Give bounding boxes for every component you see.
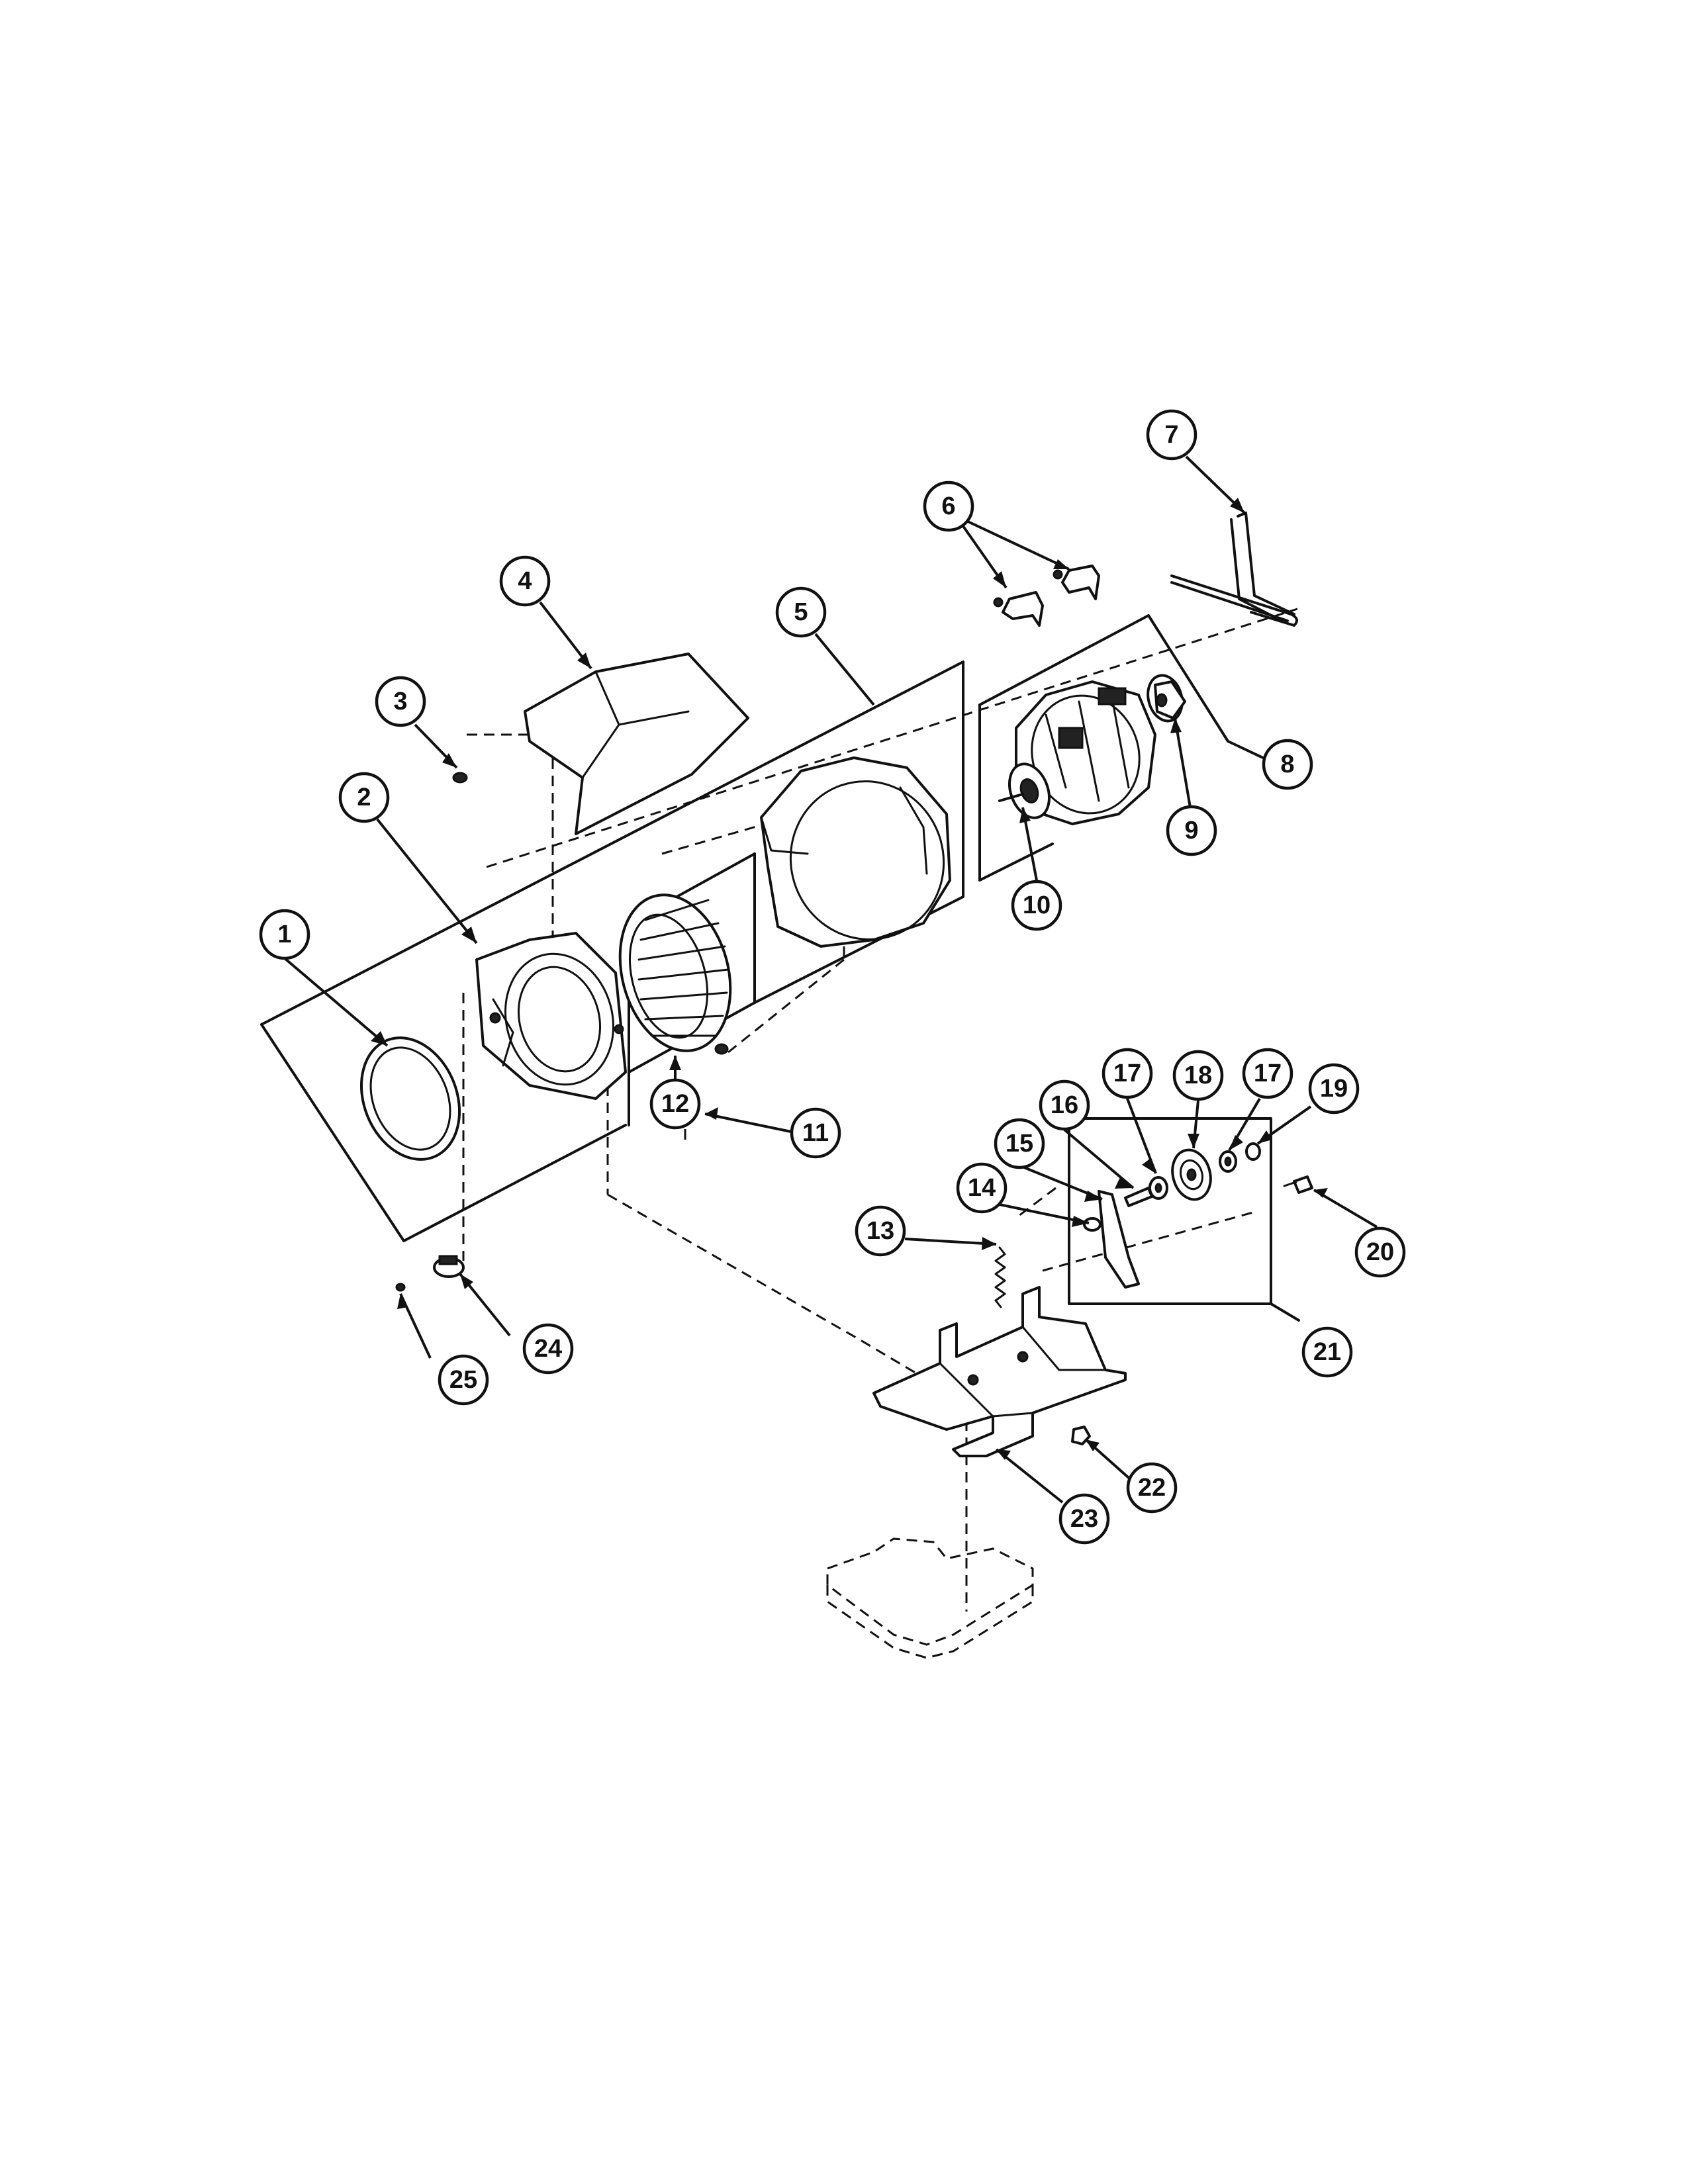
cabinet-base-outline (826, 1537, 1034, 1659)
blower-housing-cover (475, 932, 627, 1100)
callout-21: 21 (1301, 1326, 1353, 1378)
idler-nut-14 (1083, 1217, 1102, 1232)
callout-arrowheads (371, 498, 1328, 1460)
callout-2: 2 (338, 772, 390, 823)
callout-9: 9 (1166, 805, 1217, 856)
motor-subframe (978, 614, 1264, 882)
assembly-panel-frame (260, 660, 964, 1242)
motor-mount-base (872, 1286, 1127, 1457)
callout-3-label: 3 (393, 688, 407, 715)
callout-24-label: 24 (534, 1335, 562, 1363)
callout-17a: 17 (1102, 1048, 1153, 1099)
clip-19 (1245, 1142, 1261, 1161)
callout-1-label: 1 (277, 921, 291, 948)
callout-6-label: 6 (941, 492, 955, 520)
callout-6: 6 (923, 480, 974, 532)
callout-1: 1 (259, 909, 310, 960)
callout-4: 4 (499, 555, 551, 607)
washer-17b (1219, 1150, 1237, 1173)
screw-3 (452, 772, 468, 784)
callout-17a-label: 17 (1113, 1060, 1141, 1087)
blower-wheel (618, 893, 732, 1052)
callout-7-label: 7 (1164, 421, 1178, 449)
callout-25-label: 25 (449, 1366, 477, 1394)
callout-15: 15 (994, 1118, 1045, 1169)
idler-subframe (1068, 1117, 1300, 1322)
motor-pulley (1147, 674, 1186, 723)
callout-leaders (283, 455, 1378, 1504)
callout-16-label: 16 (1051, 1091, 1078, 1119)
callout-18-label: 18 (1184, 1062, 1212, 1089)
callout-4-label: 4 (518, 567, 532, 595)
callout-15-label: 15 (1006, 1130, 1033, 1158)
bolt-20 (1283, 1175, 1313, 1194)
idler-spring (994, 1246, 1006, 1308)
callout-11-label: 11 (802, 1119, 829, 1147)
callout-17b-label: 17 (1254, 1060, 1282, 1087)
exhaust-duct (524, 653, 749, 835)
callout-19-label: 19 (1320, 1075, 1348, 1103)
callout-12-label: 12 (661, 1090, 689, 1118)
callout-10-label: 10 (1023, 891, 1051, 919)
callout-11: 11 (790, 1107, 841, 1159)
callout-12: 12 (649, 1078, 701, 1130)
callout-7: 7 (1146, 409, 1197, 461)
drive-motor (998, 680, 1156, 825)
drive-belt (1170, 512, 1298, 627)
thermostat (433, 1255, 465, 1278)
callout-2-label: 2 (357, 784, 371, 811)
callout-16: 16 (1039, 1079, 1090, 1131)
callout-20: 20 (1354, 1226, 1406, 1278)
seal-ring (359, 1036, 461, 1161)
callout-23: 23 (1058, 1493, 1110, 1545)
callout-9-label: 9 (1184, 817, 1198, 844)
callout-13-label: 13 (867, 1217, 894, 1245)
fan-housing (760, 756, 951, 948)
callout-17b: 17 (1242, 1048, 1293, 1099)
screw-25 (395, 1283, 406, 1292)
idler-shaft-16 (1124, 1187, 1153, 1207)
callout-3: 3 (375, 676, 426, 727)
callout-5: 5 (775, 586, 827, 638)
callout-21-label: 21 (1313, 1338, 1341, 1366)
callout-13: 13 (855, 1205, 906, 1257)
callout-22-label: 22 (1138, 1474, 1166, 1502)
callout-14-label: 14 (968, 1174, 996, 1202)
callout-5-label: 5 (794, 598, 808, 626)
idler-pulley (1171, 1148, 1212, 1201)
callout-20-label: 20 (1366, 1238, 1394, 1266)
idler-bracket (1098, 1190, 1140, 1289)
motor-clips (993, 565, 1100, 627)
callout-8-label: 8 (1280, 751, 1294, 778)
callout-8: 8 (1262, 739, 1313, 790)
callout-24: 24 (522, 1323, 574, 1375)
washer-17a (1149, 1176, 1168, 1200)
callout-19: 19 (1308, 1063, 1360, 1115)
callout-25: 25 (438, 1354, 489, 1406)
callout-18: 18 (1172, 1050, 1224, 1101)
callout-23-label: 23 (1070, 1505, 1098, 1533)
callout-14: 14 (956, 1162, 1008, 1214)
callout-10: 10 (1011, 880, 1062, 931)
callout-22: 22 (1126, 1462, 1178, 1514)
